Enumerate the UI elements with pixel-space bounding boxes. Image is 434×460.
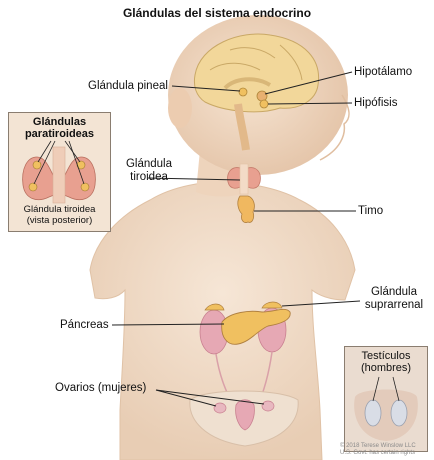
label-timo: Timo [358, 205, 383, 218]
label-ovarios: Ovarios (mujeres) [55, 382, 146, 395]
inset-paratiroideas-caption: Glándula tiroidea (vista posterior) [9, 205, 110, 226]
inset-paratiroideas-caption-line2: (vista posterior) [9, 216, 110, 227]
copyright-notice: © 2018 Terese Winslow LLC U.S. Govt. has… [340, 443, 416, 457]
label-suprarrenal-line1: Glándula [356, 286, 432, 299]
label-hipofisis: Hipófisis [354, 97, 397, 110]
label-tiroidea: Glándula tiroidea [118, 158, 180, 184]
testicles-illustration [345, 347, 427, 451]
label-pineal: Glándula pineal [88, 80, 168, 93]
label-suprarrenal-line2: suprarrenal [356, 299, 432, 312]
diagram-title: Glándulas del sistema endocrino [0, 6, 434, 20]
label-hipotalamo: Hipotálamo [354, 66, 412, 79]
label-suprarrenal: Glándula suprarrenal [356, 286, 432, 312]
right-ovary [262, 401, 274, 411]
pineal-gland [239, 88, 247, 96]
inset-paratiroideas-caption-line1: Glándula tiroidea [9, 205, 110, 216]
ear [168, 88, 192, 128]
copyright-line1: © 2018 Terese Winslow LLC [340, 443, 416, 450]
label-tiroidea-line2: tiroidea [118, 171, 180, 184]
label-pancreas: Páncreas [60, 319, 109, 332]
trachea [240, 164, 248, 194]
left-ovary [214, 403, 226, 413]
pituitary-gland [260, 100, 268, 108]
copyright-line2: U.S. Govt. has certain rights [340, 450, 416, 457]
label-tiroidea-line1: Glándula [118, 158, 180, 171]
inset-testiculos: Testículos (hombres) [344, 346, 428, 452]
hypothalamus [257, 91, 267, 101]
inset-paratiroideas: Glándulas paratiroideas Glándula tiroide… [8, 112, 111, 232]
